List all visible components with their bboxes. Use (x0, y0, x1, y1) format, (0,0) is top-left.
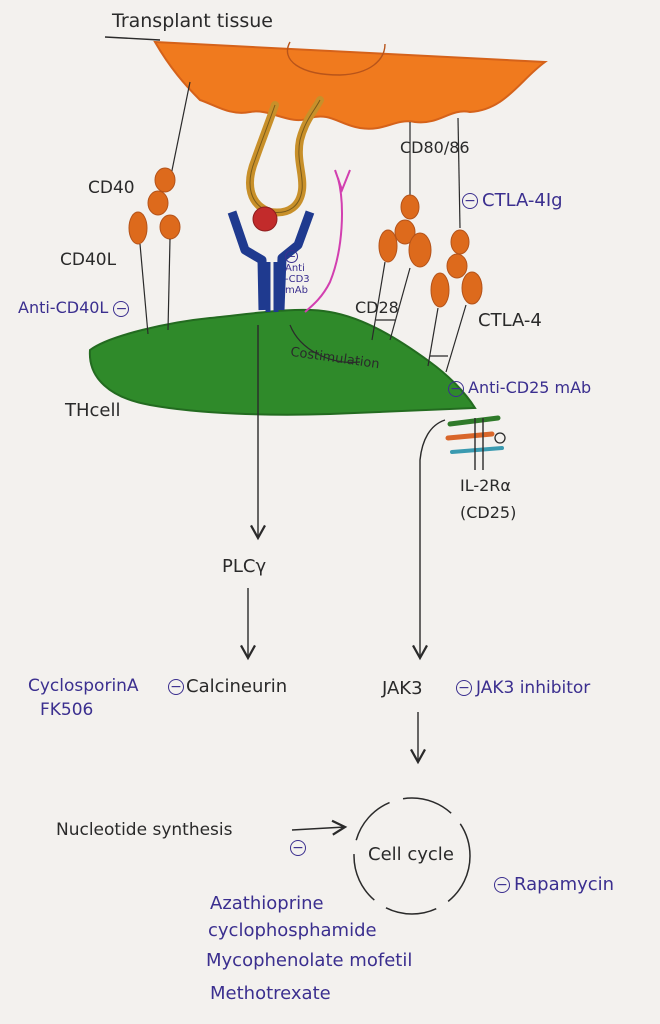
cd40-label: CD40 (88, 178, 135, 198)
ctla4-label: CTLA-4 (478, 310, 542, 331)
cell-cycle-circle (353, 797, 471, 915)
anti-cd25-label: Anti-CD25 mAb (468, 378, 592, 397)
th-cell-label: THcell (65, 400, 121, 421)
rapamycin-inhibit-icon: − (494, 877, 510, 893)
plc-gamma-label: PLCγ (222, 556, 267, 577)
il2ra-blue-chain (450, 446, 504, 454)
cd28-label: CD28 (355, 298, 399, 317)
anti-cd3-inhibit-icon: − (285, 250, 298, 263)
costimulation-arc (289, 324, 361, 363)
cd28-bead (378, 229, 398, 263)
nucleotide-drug-1: Azathioprine (210, 893, 324, 914)
il2ra-label: IL-2Rα (460, 476, 511, 495)
anti-cd25-drug: −Anti-CD25 mAb (448, 380, 591, 397)
anti-cd3-label-2: -CD3 (285, 274, 310, 285)
il2-ligand (494, 432, 506, 444)
arrow-nucleotide-to-cell-cycle (291, 819, 348, 836)
anti-cd40l-label: Anti-CD40L (18, 298, 109, 317)
cd25-label: (CD25) (460, 503, 517, 522)
jak3-inhibitor-drug: −JAK3 inhibitor (456, 680, 590, 697)
ctla4-stalk-right (445, 304, 467, 373)
il2ra-green-chain (447, 415, 501, 427)
fk506-label: FK506 (40, 700, 94, 720)
rapamycin-label: Rapamycin (514, 874, 615, 895)
arrow-il2r-to-jak3 (412, 419, 446, 661)
tissue-cell-boundary (286, 41, 386, 76)
jak3-inhibitor-label: JAK3 inhibitor (476, 678, 591, 698)
anti-cd3-antibody-tip (334, 169, 351, 193)
cyclosporin-label: CyclosporinA (28, 676, 139, 696)
anti-cd3-antibody (304, 177, 343, 313)
jak3-inhibit-icon: − (456, 680, 472, 696)
anti-cd3-drug: − Anti -CD3 mAb (285, 250, 310, 296)
cd40-inner-stalk (167, 238, 171, 331)
jak3-label: JAK3 (382, 678, 423, 699)
cd40-bead-1 (154, 167, 176, 193)
nucleotide-inhibit-icon: − (290, 840, 306, 856)
anti-cd3-label-1: Anti (285, 263, 305, 274)
cd40-bead-3 (159, 214, 181, 240)
cell-cycle-label: Cell cycle (368, 844, 454, 865)
ctla4-ligand-bead-2 (446, 253, 468, 279)
anti-cd40l-drug: Anti-CD40L − (18, 300, 133, 317)
cd80-86-bead-2 (394, 219, 416, 245)
cd80-86-label: CD80/86 (400, 138, 470, 157)
transplant-tissue-label: Transplant tissue (112, 10, 273, 32)
transplant-tissue (153, 40, 548, 130)
nucleotide-drug-3: Mycophenolate mofetil (206, 950, 413, 971)
nucleotide-synthesis-label: Nucleotide synthesis (56, 820, 233, 840)
mhc-molecule-outline (249, 99, 321, 214)
ctla4ig-label: CTLA-4Ig (482, 190, 563, 211)
cd28-stalk-left (371, 261, 386, 341)
tcr-left-arm (227, 210, 268, 311)
calcineurin-label: Calcineurin (186, 676, 288, 697)
il2ra-orange-chain (445, 431, 495, 441)
nucleotide-drug-2: cyclophosphamide (208, 920, 377, 941)
cd40l-bead (128, 211, 148, 245)
anti-cd3-label-3: mAb (285, 285, 308, 296)
cd40l-stalk (139, 243, 149, 335)
ctla4-stalk-left (427, 307, 439, 367)
cd80-86-bead-3 (408, 232, 432, 268)
ctla4-ligand-bead-3 (461, 271, 483, 305)
anti-cd25-inhibit-icon: − (448, 380, 464, 397)
antigen-peptide (252, 206, 278, 232)
cd80-86-bead-1 (400, 194, 420, 220)
title-underline (104, 36, 161, 41)
ctla4-ligand-bead-1 (450, 229, 470, 255)
cd40l-label: CD40L (60, 250, 117, 270)
calcineurin-inhibit-icon: − (168, 679, 184, 695)
ctla4ig-inhibit-icon: − (462, 193, 478, 209)
ctla4-ligand-stalk (457, 117, 461, 229)
anti-cd40l-inhibit-icon: − (113, 300, 130, 317)
nucleotide-drug-4: Methotrexate (210, 983, 331, 1004)
cd40-bead-2 (147, 190, 169, 216)
ctla4-bead (430, 272, 450, 308)
cd28-stalk-right (389, 267, 411, 341)
ctla4ig-drug: −CTLA-4Ig (462, 192, 563, 210)
rapamycin-drug: −Rapamycin (494, 876, 614, 894)
